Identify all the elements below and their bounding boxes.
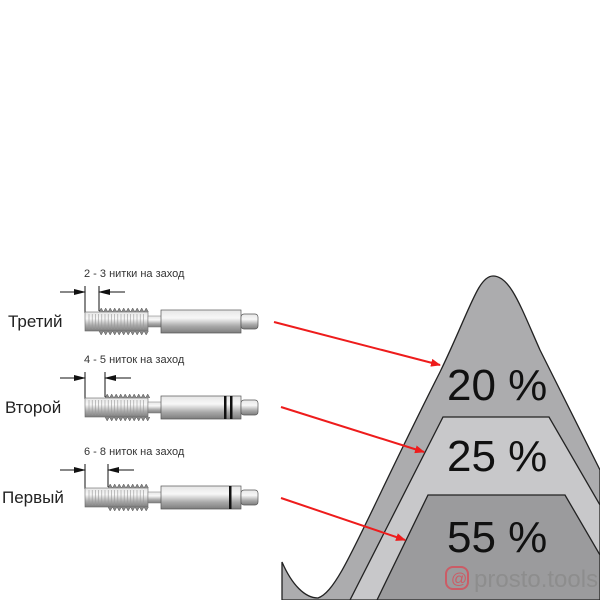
ring-mark [224,396,227,419]
ring-mark [229,486,232,509]
tap-name: Второй [5,398,61,417]
arrow-second [280,406,425,454]
tap-thread [84,397,149,418]
tap-1: Третий 2 - 3 нитки на заход [8,268,259,336]
tap-square [240,313,259,330]
load-label-20: 20 % [447,361,547,410]
tap-caption: 4 - 5 ниток на заход [84,354,185,366]
thread-profile [281,275,600,600]
tap-neck [147,315,163,328]
tap-caption: 6 - 8 ниток на заход [84,446,185,458]
svg-text:@: @ [451,571,467,588]
tap-shank [160,309,242,334]
tap-neck [147,401,163,414]
tap-name: Первый [2,488,64,507]
tap-3: Первый 6 - 8 ниток на заход [2,446,259,512]
arrow-third [273,321,441,367]
tap-square [240,489,259,506]
watermark: @ prosto.tools [445,566,598,593]
load-label-25: 25 % [447,432,547,481]
arrow-first [280,497,406,541]
tap-caption: 2 - 3 нитки на заход [84,268,185,280]
at-icon [445,566,469,590]
arrows [273,321,441,541]
watermark-text: prosto.tools [474,566,598,593]
ring-mark [230,396,233,419]
tap-square [240,399,259,416]
load-label-55: 55 % [447,513,547,562]
tap-neck [147,491,163,504]
tap-thread [84,311,149,332]
tap-name: Третий [8,312,63,331]
tap-shank [160,395,242,420]
tap-thread [84,487,149,508]
band-55 [376,494,600,600]
tap-2: Второй 4 - 5 ниток на заход [5,354,259,422]
